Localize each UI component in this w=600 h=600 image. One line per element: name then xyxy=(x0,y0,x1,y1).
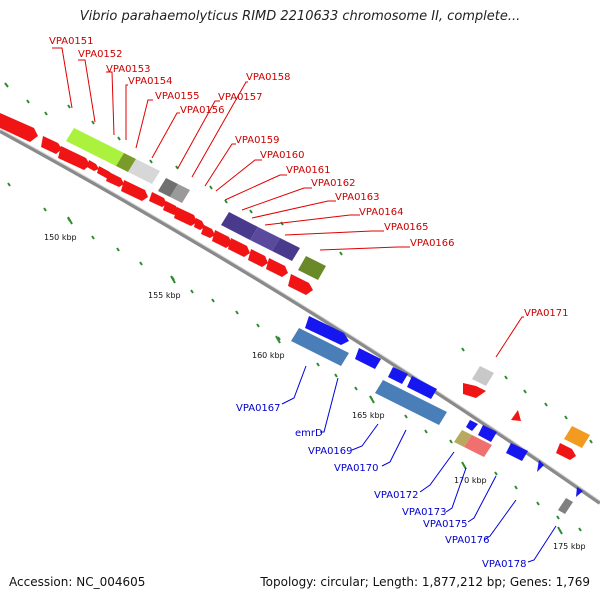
gene-label: VPA0158 xyxy=(246,72,291,83)
gene-arrow xyxy=(375,380,447,425)
feature-box xyxy=(558,498,573,514)
gene-arrow xyxy=(87,160,99,171)
gene-label: VPA0171 xyxy=(524,308,569,319)
gene-arrow xyxy=(288,274,313,295)
accession-label: Accession: NC_004605 xyxy=(9,575,146,589)
gene-label: VPA0176 xyxy=(445,535,490,546)
forward-gene-labels: VPA0151 VPA0152 VPA0153 VPA0154 VPA0155 … xyxy=(49,36,569,319)
gene-arrow xyxy=(407,376,437,399)
gene-label: VPA0164 xyxy=(359,207,404,218)
gene-arrow xyxy=(228,238,250,257)
gene-arrow xyxy=(149,192,167,207)
scale-labels: 150 kbp 155 kbp 160 kbp 165 kbp 170 kbp … xyxy=(44,233,586,551)
gene-label: VPA0178 xyxy=(482,559,527,570)
gene-arrow xyxy=(201,225,215,238)
gene-arrow xyxy=(305,316,349,345)
gene-label: VPA0165 xyxy=(384,222,429,233)
gene-label: VPA0167 xyxy=(236,403,281,414)
minor-ticks xyxy=(4,82,593,535)
gene-label: VPA0159 xyxy=(235,135,280,146)
gene-arrow xyxy=(454,430,472,447)
feature-box xyxy=(221,212,258,240)
feature-box xyxy=(272,238,300,261)
gene-arrow xyxy=(478,425,497,442)
gene-label: VPA0157 xyxy=(218,92,263,103)
gene-arrow xyxy=(106,172,124,187)
feature-box xyxy=(298,256,326,280)
gene-arrow xyxy=(556,443,576,460)
gene-label: VPA0163 xyxy=(335,192,380,203)
map-title: Vibrio parahaemolyticus RIMD 2210633 chr… xyxy=(79,9,521,24)
gene-arrow xyxy=(174,207,197,226)
gene-arrow xyxy=(388,367,408,384)
gene-arrow xyxy=(163,201,179,215)
gene-label: VPA0155 xyxy=(155,91,200,102)
tick-label: 160 kbp xyxy=(252,351,285,360)
tick-label: 165 kbp xyxy=(352,411,385,420)
feature-box xyxy=(170,184,190,203)
gene-arrow xyxy=(194,218,205,230)
gene-arrow xyxy=(463,383,486,398)
feature-box xyxy=(158,178,178,197)
gene-label: VPA0172 xyxy=(374,490,419,501)
feature-box xyxy=(116,153,136,172)
gene-label: VPA0153 xyxy=(106,64,151,75)
gene-label: VPA0166 xyxy=(410,238,455,249)
reverse-callouts xyxy=(281,365,557,563)
gene-label: VPA0175 xyxy=(423,519,468,530)
gene-arrow xyxy=(58,146,90,170)
gene-label: VPA0161 xyxy=(286,165,331,176)
gene-arrow xyxy=(355,348,381,369)
gene-arrow xyxy=(466,420,478,431)
feature-box xyxy=(472,366,494,386)
gene-arrow xyxy=(537,460,544,472)
tick-label: 150 kbp xyxy=(44,233,77,242)
gene-label: VPA0170 xyxy=(334,463,379,474)
forward-callouts xyxy=(52,47,524,358)
gene-arrow xyxy=(121,180,148,201)
forward-strand-genes xyxy=(0,113,590,460)
tick-label: 155 kbp xyxy=(148,291,181,300)
tick-label: 175 kbp xyxy=(553,542,586,551)
gene-arrow xyxy=(0,113,38,142)
reverse-strand-genes xyxy=(291,316,583,514)
gene-arrow xyxy=(576,487,583,497)
gene-label: VPA0154 xyxy=(128,76,173,87)
gene-label: VPA0160 xyxy=(260,150,305,161)
tick-label: 170 kbp xyxy=(454,476,487,485)
gene-label: VPA0169 xyxy=(308,446,353,457)
reverse-gene-labels: VPA0167 emrD VPA0169 VPA0170 VPA0172 VPA… xyxy=(236,403,527,570)
feature-box xyxy=(564,426,590,448)
gene-label: VPA0156 xyxy=(180,105,225,116)
gene-arrow xyxy=(511,410,521,421)
gene-label: VPA0173 xyxy=(402,507,447,518)
gene-arrow xyxy=(212,230,232,248)
gene-label: VPA0162 xyxy=(311,178,356,189)
gene-arrow xyxy=(506,443,528,461)
gene-arrow xyxy=(248,249,268,267)
gene-label: VPA0151 xyxy=(49,36,94,47)
gene-arrow xyxy=(464,435,492,457)
gene-arrow xyxy=(266,258,288,277)
feature-box xyxy=(250,227,280,251)
feature-box xyxy=(66,128,124,166)
gene-label: emrD xyxy=(295,428,323,439)
gene-label: VPA0152 xyxy=(78,49,123,60)
topology-summary: Topology: circular; Length: 1,877,212 bp… xyxy=(260,575,590,589)
gene-arrow xyxy=(41,136,62,154)
gene-arrow xyxy=(291,328,349,366)
feature-box xyxy=(128,159,160,184)
